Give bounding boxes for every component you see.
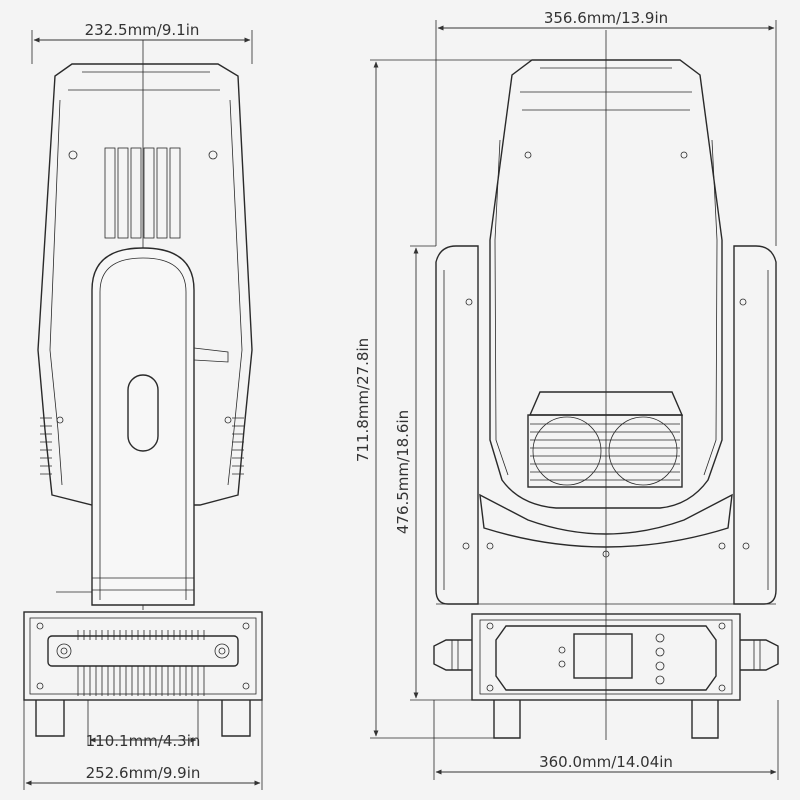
side-foot-spacing-label: 110.1mm/4.3in — [86, 732, 201, 750]
front-view — [370, 20, 779, 780]
side-top-width-label: 232.5mm/9.1in — [85, 21, 200, 39]
side-view — [23, 30, 263, 790]
side-base-width-label: 252.6mm/9.9in — [86, 764, 201, 782]
front-top-width-label: 356.6mm/13.9in — [544, 9, 668, 27]
front-base-width-label: 360.0mm/14.04in — [539, 753, 673, 771]
total-height-label: 711.8mm/27.8in — [354, 338, 372, 462]
arm-height-label: 476.5mm/18.6in — [394, 410, 412, 534]
